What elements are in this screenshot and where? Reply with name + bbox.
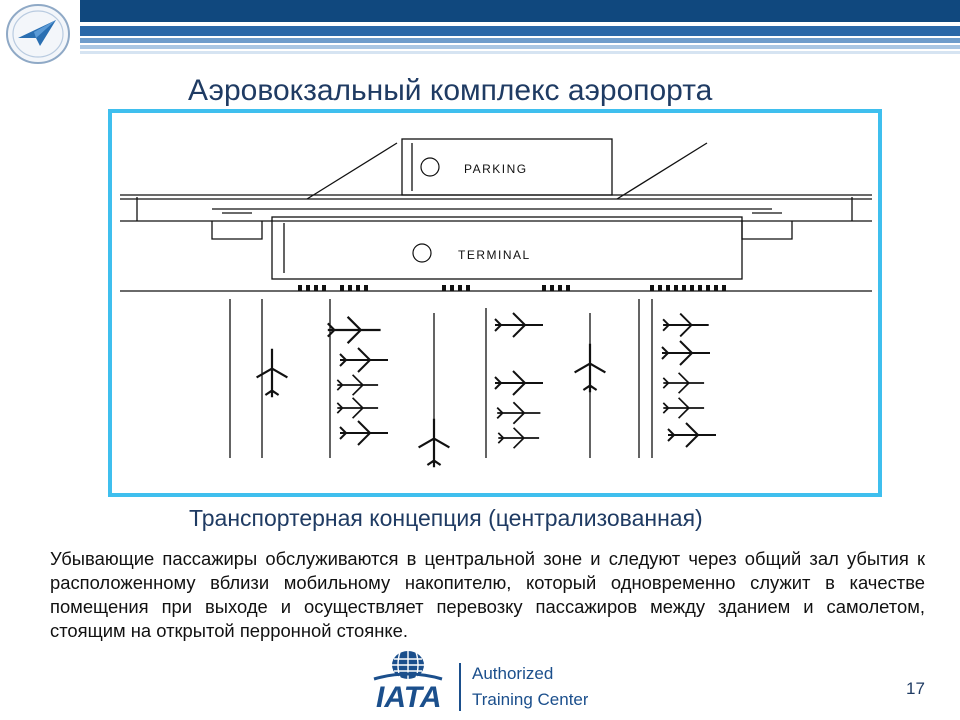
training-center-label: Training Center — [472, 690, 588, 709]
terminal-icon — [412, 243, 432, 263]
academy-logo-icon — [6, 4, 70, 64]
description-text: Убывающие пассажиры обслуживаются в цент… — [50, 548, 925, 641]
aircraft-icon — [339, 347, 388, 373]
aircraft-icon — [494, 370, 543, 396]
aircraft-icon — [667, 422, 716, 448]
aircraft-group — [256, 312, 716, 468]
aircraft-icon — [336, 397, 379, 419]
aircraft-icon — [662, 372, 705, 394]
page-number: 17 — [906, 679, 925, 698]
terminal-label: TERMINAL — [458, 248, 531, 262]
parking-label: PARKING — [464, 162, 528, 176]
parking-icon — [420, 157, 440, 177]
aircraft-icon — [327, 316, 381, 344]
aircraft-icon — [662, 397, 705, 419]
header-band — [0, 0, 960, 68]
aircraft-icon — [496, 401, 541, 425]
aircraft-icon — [256, 348, 288, 398]
globe-icon — [373, 651, 443, 681]
aircraft-icon — [661, 340, 710, 366]
aircraft-icon — [574, 343, 606, 393]
iata-logo: IATA Authorized Training Center — [373, 651, 588, 714]
iata-wordmark: IATA — [376, 681, 442, 714]
terminal-layout-diagram: PARKING TERMINAL — [120, 138, 872, 468]
aircraft-icon — [339, 420, 388, 446]
aircraft-icon — [662, 312, 709, 338]
aircraft-icon — [497, 427, 540, 449]
aircraft-icon — [494, 312, 543, 338]
page-title: Аэровокзальный комплекс аэропорта — [188, 74, 713, 107]
terminal-diagram-frame: PARKING TERMINAL — [108, 109, 882, 497]
terminal-building — [271, 216, 743, 280]
slide-subtitle: Транспортерная концепция (централизованн… — [189, 505, 703, 531]
aircraft-icon — [418, 418, 450, 468]
authorized-label: Authorized — [472, 664, 553, 683]
aircraft-icon — [336, 374, 379, 396]
